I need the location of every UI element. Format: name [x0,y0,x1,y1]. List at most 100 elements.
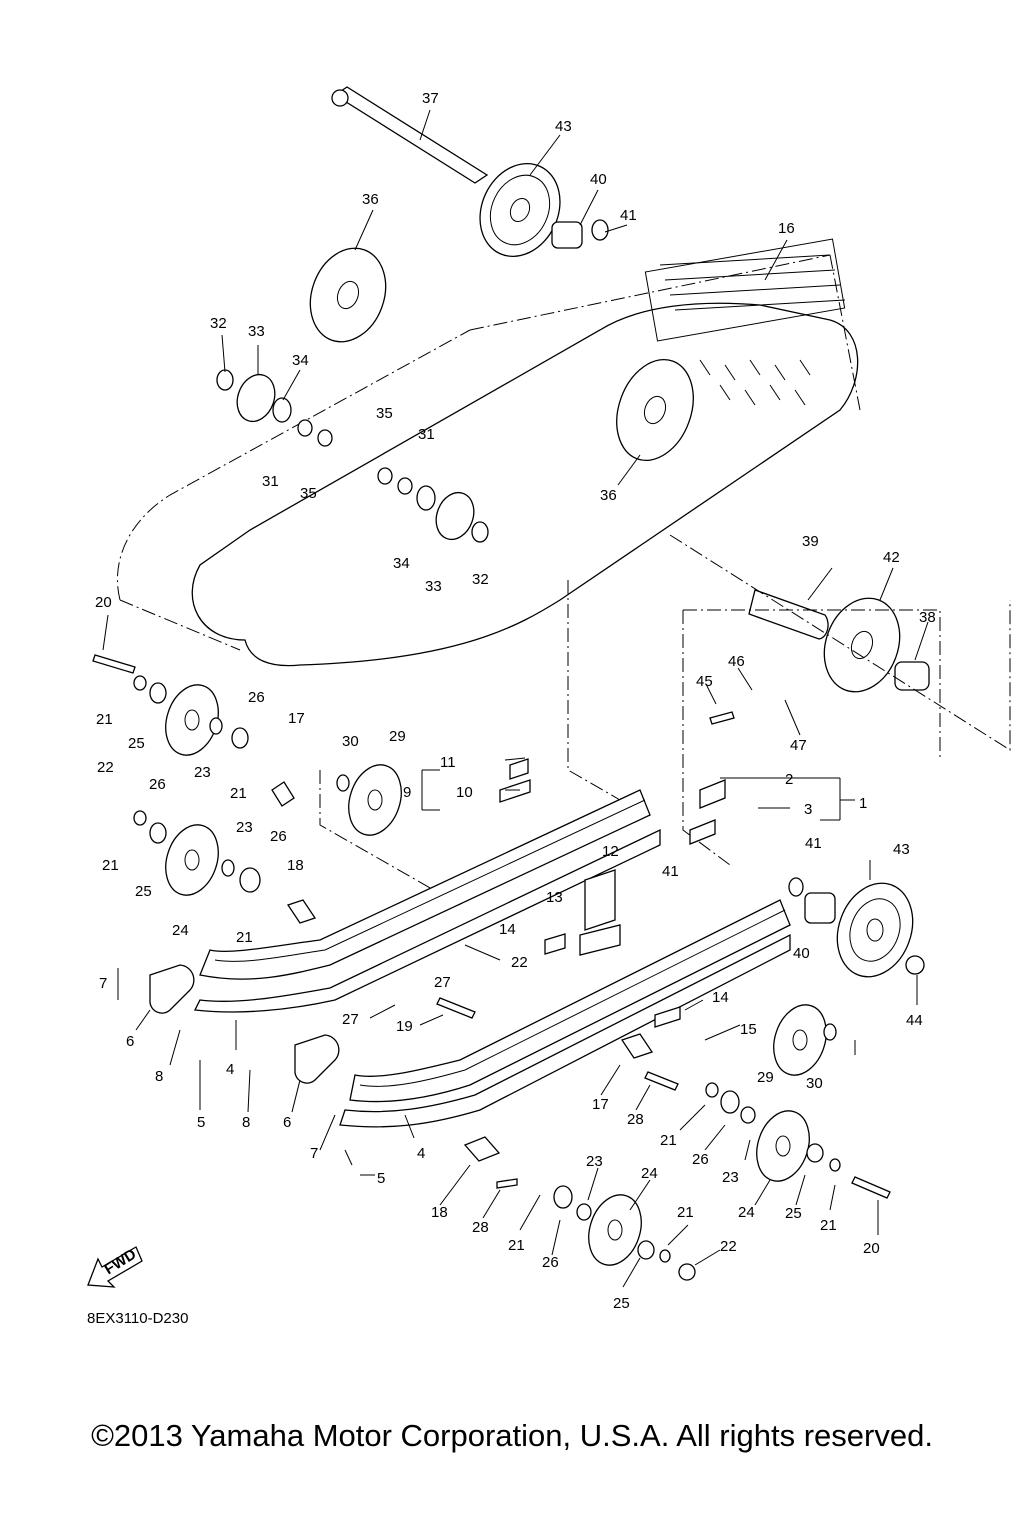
callout: 33 [425,578,442,595]
callout: 42 [883,549,900,566]
callout: 1 [859,795,867,812]
callout: 17 [592,1096,609,1113]
callout: 45 [696,673,713,690]
copyright-notice: ©2013 Yamaha Motor Corporation, U.S.A. A… [91,1418,933,1453]
rail-tip-6-left [149,964,195,1014]
callout: 28 [627,1111,644,1128]
wheel-29-right [773,1004,837,1076]
callout: 32 [210,315,227,332]
callout: 4 [417,1145,425,1162]
callout: 26 [270,828,287,845]
callout: 35 [300,485,317,502]
rear-axle [331,86,489,184]
callout: 13 [546,889,563,906]
callout: 4 [226,1061,234,1078]
callout: 29 [757,1069,774,1086]
diagram-code: 8EX3110-D230 [87,1310,189,1327]
wheel-24-bottom-right [705,1082,841,1182]
callout: 34 [393,555,410,572]
callout: 26 [248,689,265,706]
callout: 27 [434,974,451,991]
callout: 25 [613,1295,630,1312]
callout: 25 [785,1205,802,1222]
wheel-29-center [336,764,402,836]
callout: 20 [95,594,112,611]
callout: 47 [790,737,807,754]
rail-tip-6-right [294,1034,340,1084]
callout: 21 [677,1204,694,1221]
callout: 43 [555,118,572,135]
callout: 7 [310,1145,318,1162]
callout: 35 [376,405,393,422]
callout: 6 [283,1114,291,1131]
track-belt [116,254,861,667]
callout: 32 [472,571,489,588]
callout: 38 [919,609,936,626]
wheel-36-right [616,358,694,462]
callout: 23 [586,1153,603,1170]
callout: 21 [820,1217,837,1234]
callout: 14 [712,989,729,1006]
callout: 25 [128,735,145,752]
callout: 22 [511,954,528,971]
callout: 9 [403,784,411,801]
callout: 24 [172,922,189,939]
wheel-24-bottom-center [553,1185,696,1281]
callout: 10 [456,784,473,801]
callout: 2 [785,771,793,788]
callout: 23 [194,764,211,781]
callout: 34 [292,352,309,369]
washer-41-top [591,219,609,241]
spacer-40-top [551,221,583,249]
callout: 6 [126,1033,134,1050]
callout: 21 [102,857,119,874]
callout: 43 [893,841,910,858]
callout: 8 [242,1114,250,1131]
callout: 21 [508,1237,525,1254]
callout: 23 [236,819,253,836]
callout: 21 [96,711,113,728]
callout: 41 [805,835,822,852]
callout: 5 [377,1170,385,1187]
callout: 23 [722,1169,739,1186]
callout: 11 [440,754,456,771]
callout: 31 [262,473,279,490]
callout: 21 [230,785,247,802]
callout: 30 [342,733,359,750]
callout: 5 [197,1114,205,1131]
callout: 18 [431,1204,448,1221]
brackets [271,758,726,1162]
wheel-26-upper-left [133,675,249,756]
callout: 12 [602,843,619,860]
assembly-reference-lines [319,534,1011,906]
wheel-36-left [309,247,387,343]
callout: 22 [720,1238,737,1255]
rear-right-wheel-assembly [748,589,930,693]
callout: 16 [778,220,795,237]
callout: 27 [342,1011,359,1028]
callout: 40 [590,171,607,188]
callout: 26 [542,1254,559,1271]
callout: 31 [418,426,435,443]
callout: 28 [472,1219,489,1236]
callout: 30 [806,1075,823,1092]
track-lugs [644,238,846,406]
callout: 22 [97,759,114,776]
callout: 29 [389,728,406,745]
callout: 21 [660,1132,677,1149]
callout: 41 [620,207,637,224]
wheel-hub-assembly-right [377,467,489,543]
callout: 18 [287,857,304,874]
leader-lines [102,109,929,1288]
callout: 33 [248,323,265,340]
callout: 40 [793,945,810,962]
callout: 24 [641,1165,658,1182]
callout: 44 [906,1012,923,1029]
callout: 26 [149,776,166,793]
slide-rail-right [339,899,791,1128]
slide-rail-left [194,789,661,1013]
wheel-43-right [788,877,925,978]
fwd-arrow-icon: FWD [87,1246,143,1288]
callout: 7 [99,975,107,992]
